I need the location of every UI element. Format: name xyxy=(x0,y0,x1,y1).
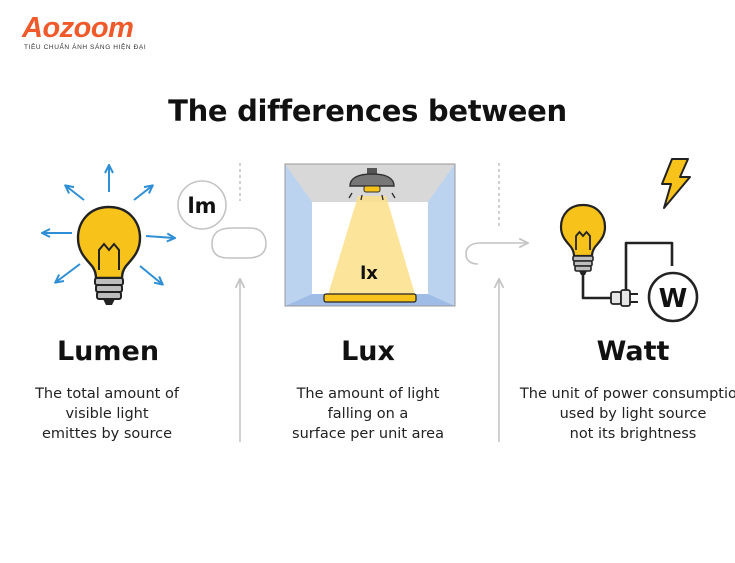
power-cable xyxy=(581,241,674,300)
brand-logo: Aozoom xyxy=(22,12,134,44)
ray-arrow-icon xyxy=(133,186,152,201)
lux-description: The amount of light falling on a surface… xyxy=(292,386,444,442)
lightbulb-icon xyxy=(76,205,142,305)
ray-arrow-icon xyxy=(145,236,174,238)
lumen-unit-badge: lm xyxy=(177,180,227,230)
brand-tagline: TIÊU CHUẨN ÁNH SÁNG HIỆN ĐẠI xyxy=(24,44,147,51)
ray-arrow-icon xyxy=(56,263,81,282)
connector-1 xyxy=(211,163,267,442)
lux-unit-symbol: lx xyxy=(360,263,378,284)
lumen-description: The total amount of visible light emitte… xyxy=(35,386,179,442)
watt-title: Watt xyxy=(596,336,670,367)
watt-unit-symbol: W xyxy=(659,284,688,314)
page-title: The differences between xyxy=(168,94,567,128)
ceiling-lamp-icon xyxy=(348,168,396,201)
lightning-bolt-icon xyxy=(661,158,691,209)
lightbulb-icon xyxy=(559,203,607,275)
ray-arrow-icon xyxy=(139,265,162,284)
watt-description: The unit of power consumption used by li… xyxy=(519,386,735,442)
lit-surface xyxy=(323,293,417,303)
lumen-title: Lumen xyxy=(56,336,160,367)
lumen-unit-symbol: lm xyxy=(187,194,216,218)
ray-arrow-icon xyxy=(66,186,85,201)
power-plug-icon xyxy=(610,289,638,307)
watt-meter-icon: W xyxy=(647,271,699,323)
lux-title: Lux xyxy=(341,336,395,367)
connector-2 xyxy=(465,163,527,442)
light-cone xyxy=(327,196,416,298)
lumen-rays xyxy=(43,166,174,284)
lux-room: lx xyxy=(284,163,456,307)
